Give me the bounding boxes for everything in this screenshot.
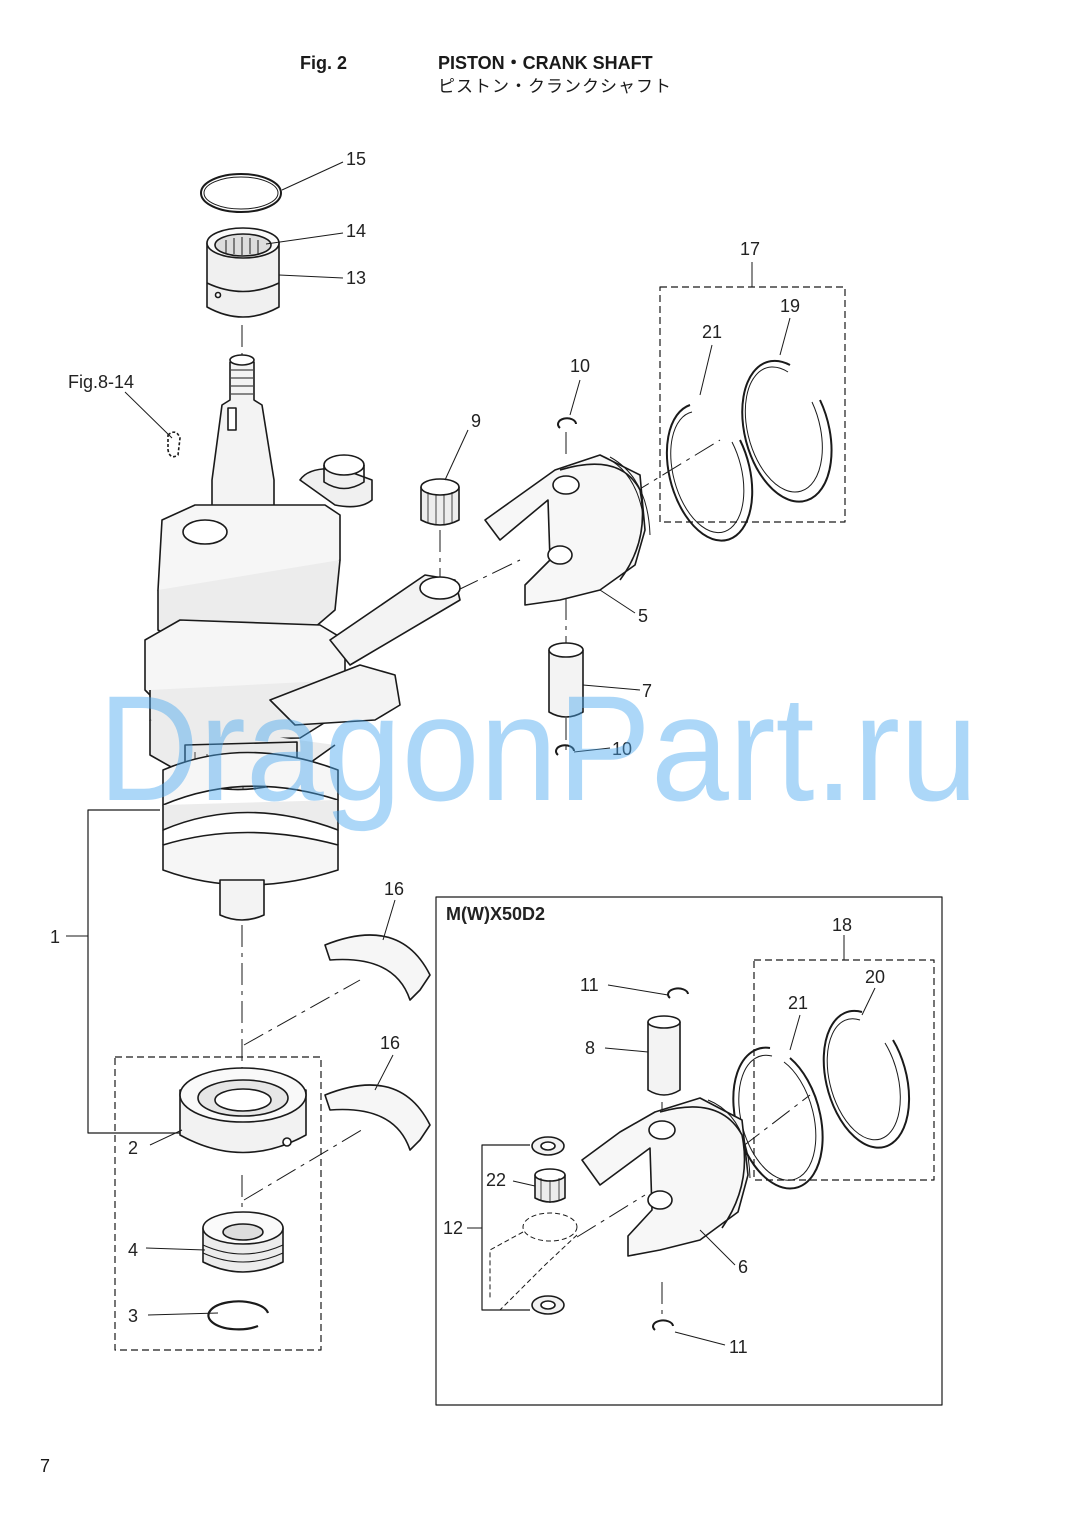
callout-4: 4 bbox=[128, 1240, 138, 1260]
part-3-circlip bbox=[207, 1300, 270, 1331]
figure-number: Fig. 2 bbox=[300, 53, 348, 73]
part-7-piston-pin bbox=[548, 642, 584, 718]
callout-5: 5 bbox=[638, 606, 648, 626]
callout-11-lower: 11 bbox=[729, 1337, 748, 1357]
part-10-circlip-upper bbox=[557, 417, 577, 429]
part-19-piston-ring bbox=[741, 359, 833, 503]
part-22-needle-bearing bbox=[534, 1168, 566, 1203]
bearing-group-box bbox=[114, 1056, 322, 1351]
callout-9: 9 bbox=[471, 411, 481, 431]
part-20-piston-ring bbox=[822, 1009, 911, 1149]
callout-14: 14 bbox=[346, 221, 366, 241]
callout-22: 22 bbox=[486, 1170, 506, 1190]
watermark-text: DragonPart.ru bbox=[98, 664, 978, 832]
callout-1: 1 bbox=[50, 927, 60, 947]
part-5-piston bbox=[484, 454, 651, 606]
callout-8: 8 bbox=[585, 1038, 595, 1058]
callout-16-lower: 16 bbox=[380, 1033, 400, 1053]
callout-10-lower: 10 bbox=[612, 739, 632, 759]
callout-15: 15 bbox=[346, 149, 366, 169]
part-4-oil-seal bbox=[202, 1211, 284, 1273]
part-9-needle-bearing bbox=[420, 478, 460, 526]
part-12-washer-upper bbox=[531, 1136, 565, 1156]
callout-11-upper: 11 bbox=[580, 975, 599, 995]
inset-box-mwx50d2 bbox=[435, 896, 943, 1406]
key-fig-8-14 bbox=[167, 431, 181, 458]
part-16-thrust-washer-lower bbox=[324, 1084, 431, 1151]
figure-title-en: PISTON・CRANK SHAFT bbox=[438, 53, 653, 73]
part-21b-piston-ring bbox=[732, 1046, 824, 1190]
callout-10-upper: 10 bbox=[570, 356, 590, 376]
leader-lines bbox=[66, 161, 876, 1346]
callout-3: 3 bbox=[128, 1306, 138, 1326]
callout-21-upper: 21 bbox=[702, 322, 722, 342]
part-1-bracket bbox=[87, 809, 180, 1134]
part-14-needle-bearing bbox=[225, 237, 259, 255]
part-11-circlip-upper bbox=[667, 987, 689, 999]
callout-6: 6 bbox=[738, 1257, 748, 1277]
part-11-circlip-lower bbox=[652, 1319, 674, 1331]
callout-21-lower: 21 bbox=[788, 993, 808, 1013]
part-15-o-ring bbox=[200, 173, 282, 213]
inset-model-label: M(W)X50D2 bbox=[446, 904, 545, 924]
part-18-ring-set-box bbox=[753, 959, 935, 1181]
callout-7: 7 bbox=[642, 681, 652, 701]
callout-16-upper: 16 bbox=[384, 879, 404, 899]
callout-12: 12 bbox=[443, 1218, 463, 1238]
callout-ref-fig-8-14: Fig.8-14 bbox=[68, 372, 134, 392]
part-6-piston bbox=[581, 1097, 751, 1257]
part-13-bearing-sleeve bbox=[206, 227, 280, 318]
part-2-ball-bearing bbox=[179, 1067, 307, 1154]
callout-13: 13 bbox=[346, 268, 366, 288]
callout-20: 20 bbox=[865, 967, 885, 987]
assembly-axes bbox=[241, 325, 811, 1318]
callout-19: 19 bbox=[780, 296, 800, 316]
part-10-circlip-lower bbox=[555, 744, 575, 756]
part-12-washer-lower bbox=[531, 1295, 565, 1315]
connecting-rod bbox=[329, 574, 461, 666]
page-number: 7 bbox=[40, 1456, 51, 1476]
part-16-thrust-washer-upper bbox=[324, 934, 431, 1001]
part-12-connecting-rod bbox=[489, 1212, 578, 1311]
part-8-piston-pin bbox=[647, 1015, 681, 1096]
part-1-crankshaft bbox=[144, 354, 401, 921]
figure-title-jp: ピストン・クランクシャフト bbox=[438, 77, 672, 96]
callout-17: 17 bbox=[740, 239, 760, 259]
callout-2: 2 bbox=[128, 1138, 138, 1158]
part-21-piston-ring bbox=[665, 404, 754, 542]
callout-18: 18 bbox=[832, 915, 852, 935]
